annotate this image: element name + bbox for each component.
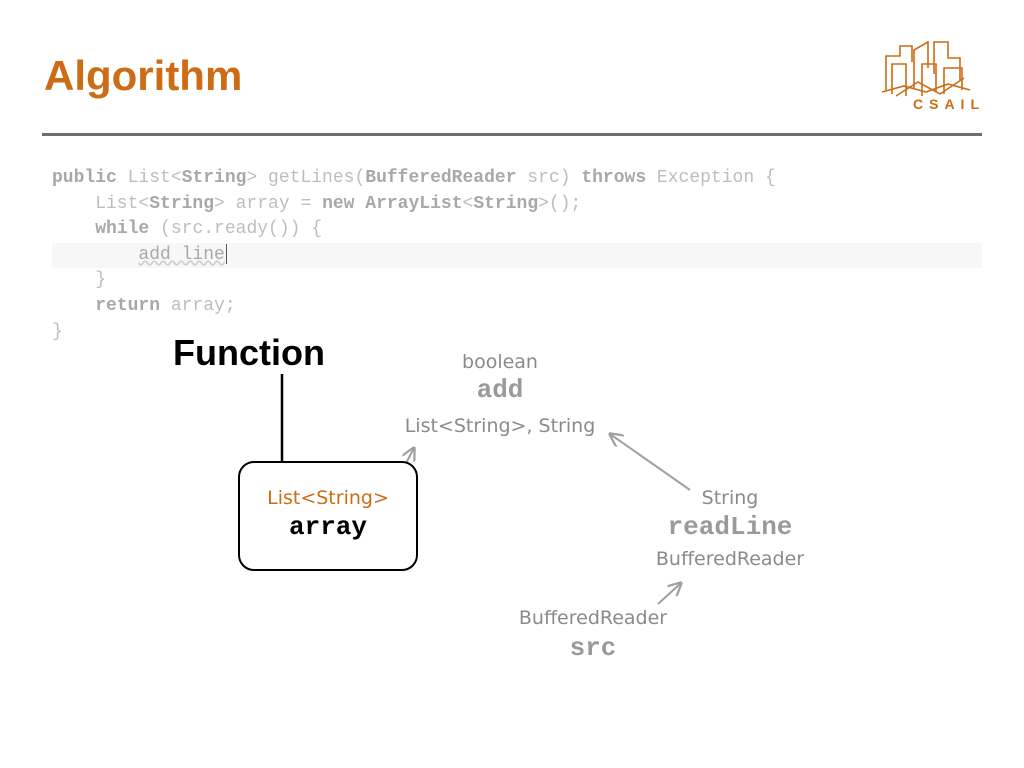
code-text: } <box>52 270 107 291</box>
selected-node-box[interactable] <box>238 461 418 571</box>
code-text: > array = <box>214 193 323 214</box>
slide-title: Algorithm <box>44 52 243 99</box>
text-caret <box>225 244 227 265</box>
code-text: } <box>52 321 63 342</box>
arrow-src-to-readline <box>657 583 681 605</box>
readline-return-type: String <box>701 487 759 509</box>
code-line: return array; <box>52 294 982 320</box>
code-line: } <box>52 320 982 346</box>
function-label: Function <box>173 332 325 373</box>
csail-logo <box>881 40 971 97</box>
code-keyword: public <box>52 168 117 188</box>
readline-params: BufferedReader <box>655 548 805 570</box>
code-text: Exception { <box>646 168 776 188</box>
code-keyword: String <box>181 168 247 188</box>
add-return-type: boolean <box>462 351 538 373</box>
code-text: < <box>462 193 474 214</box>
code-keyword: throws <box>581 168 647 188</box>
code-text: List< <box>52 193 150 214</box>
title-divider <box>42 133 982 136</box>
code-line: } <box>52 268 982 294</box>
readline-name: readLine <box>667 512 793 542</box>
code-keyword: new <box>322 193 355 214</box>
code-keyword: String <box>473 193 539 214</box>
code-text: (src.ready()) { <box>149 219 323 240</box>
code-text: >(); <box>538 193 582 214</box>
node-add[interactable]: boolean add List<String>, String <box>380 350 620 442</box>
node-array[interactable]: List<String> array <box>238 486 418 544</box>
array-type: List<String> <box>267 487 389 509</box>
src-type: BufferedReader <box>518 607 668 629</box>
arrow-readline-to-add <box>610 434 691 491</box>
code-text: List< <box>116 168 182 188</box>
code-keyword: BufferedReader <box>365 168 517 188</box>
code-keyword: while <box>95 219 150 240</box>
code-keyword: return <box>95 295 161 316</box>
code-text: array; <box>160 295 236 316</box>
code-line[interactable]: add line <box>52 242 982 269</box>
code-text: > getLines( <box>246 168 366 188</box>
node-src[interactable]: BufferedReader src <box>473 606 713 666</box>
array-name: array <box>288 512 367 542</box>
code-hole[interactable]: add line <box>138 244 225 265</box>
add-params: List<String>, String <box>404 415 596 437</box>
code-line: public List<String> getLines(BufferedRea… <box>52 166 982 192</box>
code-keyword: String <box>149 193 215 214</box>
code-text: src) <box>516 168 582 188</box>
node-readline[interactable]: String readLine BufferedReader <box>610 486 850 574</box>
logo-text: CSAIL <box>913 96 985 112</box>
src-name: src <box>569 633 617 663</box>
code-block: public List<String> getLines(BufferedRea… <box>52 166 982 345</box>
code-line: while (src.ready()) { <box>52 217 982 243</box>
code-keyword: ArrayList <box>365 193 463 214</box>
add-name: add <box>476 375 524 405</box>
code-line: List<String> array = new ArrayList<Strin… <box>52 192 982 218</box>
